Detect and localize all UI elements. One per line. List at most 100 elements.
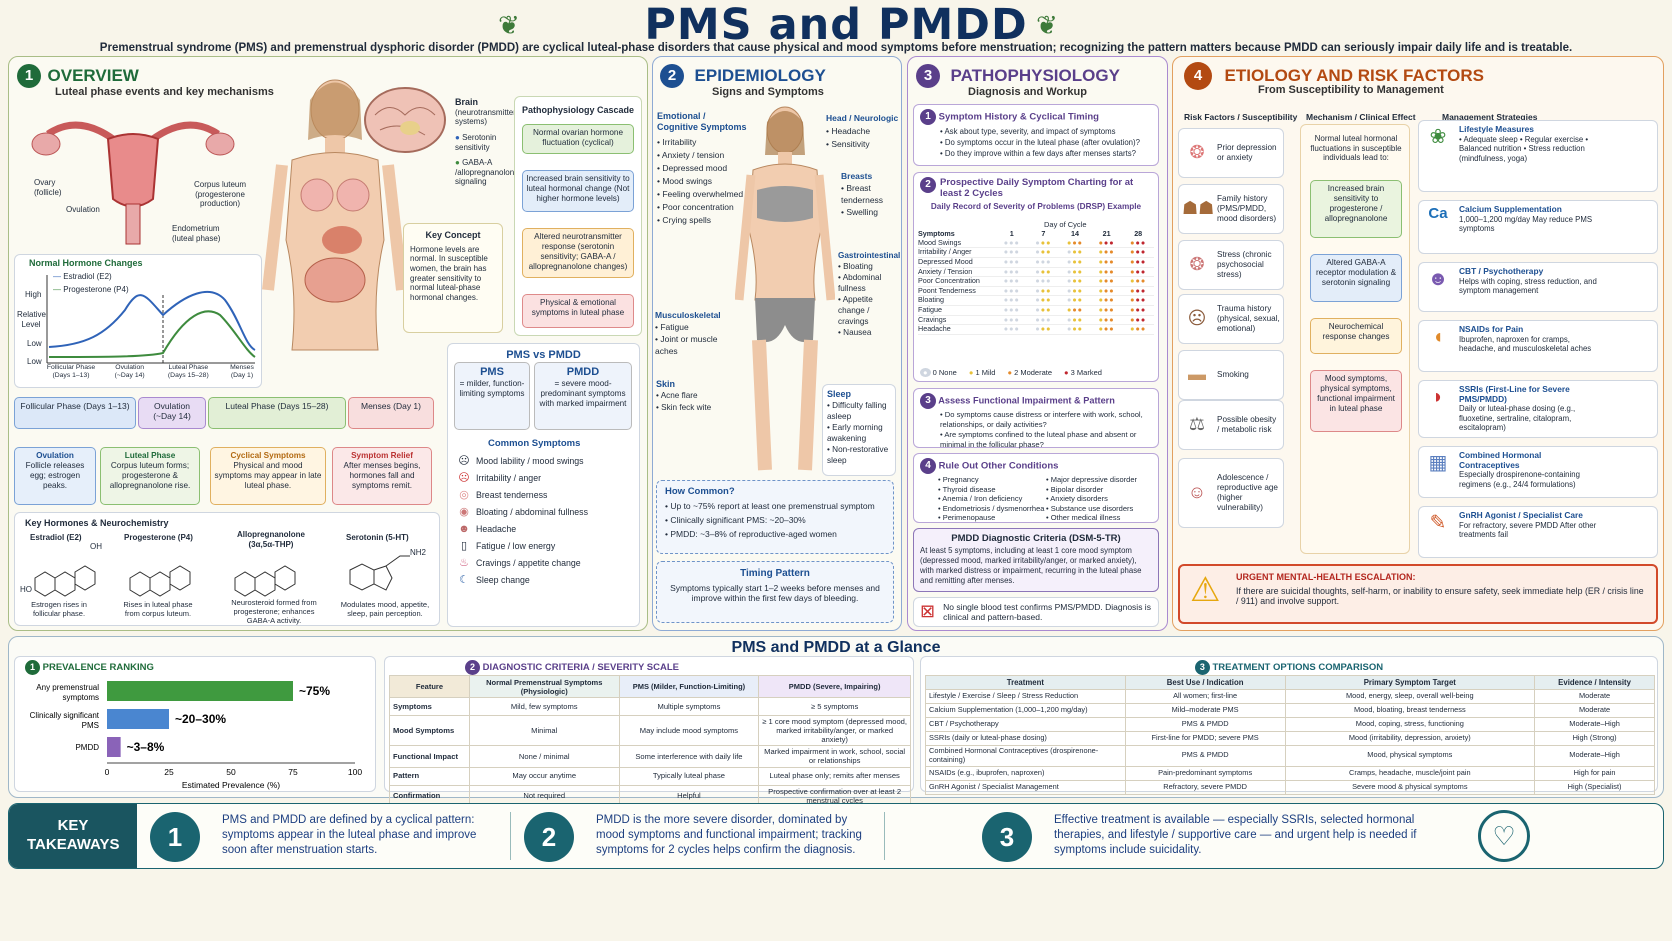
severity-dot-icon: ●: [1035, 256, 1041, 266]
hormone-name: Allopregnanolone (3α,5α-THP): [237, 530, 305, 549]
urgent-escalation-card: ⚠ URGENT MENTAL-HEALTH ESCALATION: If th…: [1178, 564, 1658, 624]
y-relative: Relative Level: [17, 310, 46, 329]
risk-factor-text: Trauma history (physical, sexual, emotio…: [1217, 304, 1280, 333]
section-number: 1: [17, 64, 41, 88]
cascade-step: Physical & emotional symptoms in luteal …: [522, 294, 634, 328]
sleep-card: Sleep • Difficulty falling asleep • Earl…: [822, 384, 896, 476]
mechanism-col-header: Mechanism / Clinical Effect: [1306, 112, 1416, 122]
drsp-cell: ●●●: [996, 247, 1028, 258]
drsp-row: Headache●●●●●●●●●●●●●●●: [918, 324, 1154, 336]
corpus-luteum-label: Corpus luteum (progesterone production): [193, 180, 247, 209]
x-tick-label: 75: [288, 767, 298, 777]
severity-dot-icon: ●: [1009, 256, 1015, 266]
day-header: 21: [1102, 229, 1111, 238]
drsp-cell: ●●●: [1122, 276, 1154, 287]
management-title: NSAIDs for Pain: [1459, 324, 1524, 334]
severity-dot-icon: ●: [1130, 256, 1136, 266]
severity-dot-icon: ●: [1040, 276, 1047, 286]
management-title: Lifestyle Measures: [1459, 124, 1534, 134]
condition-item: Anemia / Iron deficiency: [942, 494, 1023, 503]
patho-header: 3 PATHOPHYSIOLOGY: [916, 64, 1120, 88]
drsp-subtitle: Daily Record of Severity of Problems (DR…: [930, 201, 1142, 211]
pill-pack-icon: ▦: [1428, 452, 1448, 474]
common-symptoms-title: Common Symptoms: [488, 438, 581, 449]
gi-symptoms: Gastrointestinal • Bloating • Abdominal …: [838, 251, 901, 337]
symptom-item: Headache: [831, 126, 871, 136]
page-subtitle: Premenstrual syndrome (PMS) and premenst…: [99, 42, 1573, 54]
takeaway-number: 1: [150, 812, 200, 862]
y-high: High: [25, 290, 42, 299]
severity-dot-icon: ●: [1040, 285, 1047, 295]
symptom-item: Acne flare: [660, 391, 698, 400]
severity-dot-icon: ●: [1130, 237, 1136, 247]
oh-label: OH: [90, 542, 102, 551]
category-label: PMDD: [75, 743, 99, 752]
mechanism-intro: Normal luteal hormonal fluctuations in s…: [1310, 134, 1402, 163]
legend-item: 0 None: [932, 368, 957, 377]
mechanism-step: Increased brain sensitivity to progester…: [1310, 180, 1402, 238]
step-number: 1: [920, 109, 936, 125]
moon-icon: ☾: [459, 573, 469, 586]
severity-dot-icon: ●: [1135, 324, 1141, 334]
table-header: Normal Premenstrual Symptoms (Physiologi…: [468, 675, 620, 698]
woman-figure-illustration: [735, 106, 835, 471]
phase-card-text: Corpus luteum forms; progesterone & allo…: [109, 460, 191, 490]
severity-dot-icon: ●: [1014, 256, 1020, 266]
family-icon: ☗☗: [1182, 198, 1215, 219]
x-label: Menses (Day 1): [230, 364, 254, 380]
drsp-cell: ●●●: [1059, 238, 1091, 249]
severity-dot-icon: ●: [1040, 256, 1047, 266]
step-history-card: 1 Symptom History & Cyclical Timing • As…: [913, 104, 1159, 166]
severity-dot-icon: ●: [1046, 324, 1052, 334]
takeaway-text: PMS and PMDD are defined by a cyclical p…: [222, 814, 477, 856]
severity-dot-icon: ●: [1040, 295, 1047, 305]
skin-title: Skin: [656, 379, 676, 389]
drsp-cell: ●●●: [996, 286, 1028, 297]
severity-dot-icon: ●: [1035, 285, 1041, 295]
bar: [107, 681, 293, 701]
drsp-cell: ●●●: [1090, 238, 1123, 249]
table-header: PMDD (Severe, Impairing): [758, 675, 911, 698]
table-cell: Marked impairment in work, school, socia…: [758, 745, 911, 768]
drsp-cell: ●●●: [1059, 247, 1091, 258]
table-cell: Mood, energy, sleep, overall well-being: [1284, 689, 1536, 704]
severity-dot-icon: ●: [1003, 237, 1010, 247]
table-cell: Calcium Supplementation (1,000–1,200 mg/…: [925, 703, 1126, 718]
severity-dot-icon: ●: [1103, 256, 1110, 266]
severity-dot-icon: ●: [1130, 276, 1136, 286]
syringe-icon: ✎: [1429, 512, 1447, 534]
step-item: Ask about type, severity, and impact of …: [944, 127, 1116, 136]
symptom-item: Cravings / appetite change: [476, 558, 581, 569]
section-title: PATHOPHYSIOLOGY: [950, 65, 1120, 85]
drsp-row: Poor Concentration●●●●●●●●●●●●●●●: [918, 276, 1154, 287]
table-cell: Luteal phase only; remits after menses: [758, 766, 911, 786]
drsp-cell: ●●●: [1090, 325, 1123, 336]
drsp-cell: ●●●: [996, 305, 1028, 316]
management-card: ❀Lifestyle Measures• Adequate sleep • Re…: [1418, 120, 1658, 192]
bar-value-label: ~20–30%: [175, 712, 226, 726]
drsp-cell: ●●●: [996, 267, 1028, 278]
hormone-name: Estradiol (E2): [30, 533, 82, 542]
drsp-cell: ●●●: [996, 237, 1028, 249]
clipboard-x-icon: ⊠: [920, 601, 936, 622]
ovary-label: Ovary (follicle): [34, 178, 62, 197]
panel-number: 1: [25, 660, 40, 675]
prevalence-title: PREVALENCE RANKING: [42, 662, 154, 674]
overview-header: 1 OVERVIEW: [17, 64, 139, 88]
table-row: NSAIDs (e.g., ibuprofen, naproxen)Pain-p…: [925, 765, 1655, 781]
how-common-card: How Common? • Up to ~75% report at least…: [656, 480, 894, 554]
drsp-cell: ●●●: [1090, 286, 1123, 297]
table-cell: Cramps, headache, muscle/joint pain: [1284, 765, 1536, 781]
marked-dot-icon: ●: [1064, 368, 1069, 377]
severity-dot-icon: ●: [1003, 305, 1010, 315]
management-col-header: Management Strategies: [1442, 112, 1538, 122]
management-text: Especially drospirenone-containing regim…: [1459, 470, 1580, 489]
severity-dot-icon: ●: [1040, 324, 1047, 334]
severity-dot-icon: ●: [1003, 314, 1010, 324]
